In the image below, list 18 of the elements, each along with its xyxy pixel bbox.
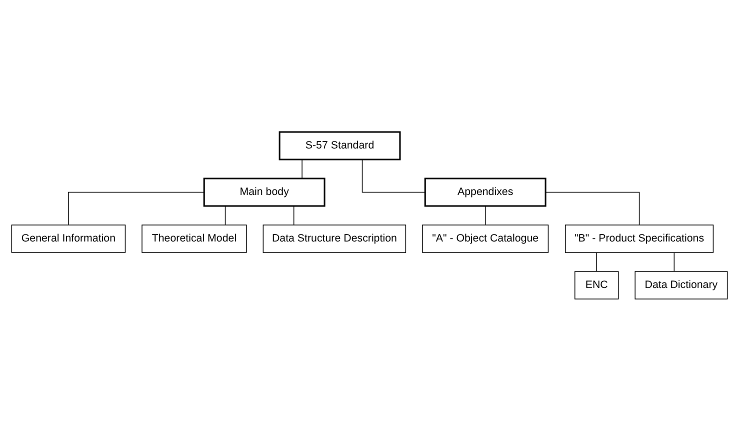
- connector: [362, 159, 426, 193]
- node-box: Appendixes: [424, 178, 546, 207]
- node-box: Data Structure Description: [262, 224, 406, 253]
- connector: [596, 252, 597, 272]
- connector: [674, 252, 675, 272]
- connector: [224, 206, 226, 226]
- node-box: "B" - Product Specifications: [564, 224, 714, 253]
- node-box: Main body: [203, 178, 326, 207]
- connector: [545, 192, 640, 226]
- node-box: Data Dictionary: [634, 271, 728, 300]
- connector: [68, 192, 204, 226]
- node-box: "A" - Object Catalogue: [422, 224, 549, 253]
- connector: [293, 206, 294, 226]
- node-box: S-57 Standard: [278, 131, 401, 160]
- connector: [484, 206, 486, 226]
- node-box: General Information: [11, 224, 126, 253]
- node-box: ENC: [574, 271, 619, 300]
- node-box: Theoretical Model: [142, 224, 247, 253]
